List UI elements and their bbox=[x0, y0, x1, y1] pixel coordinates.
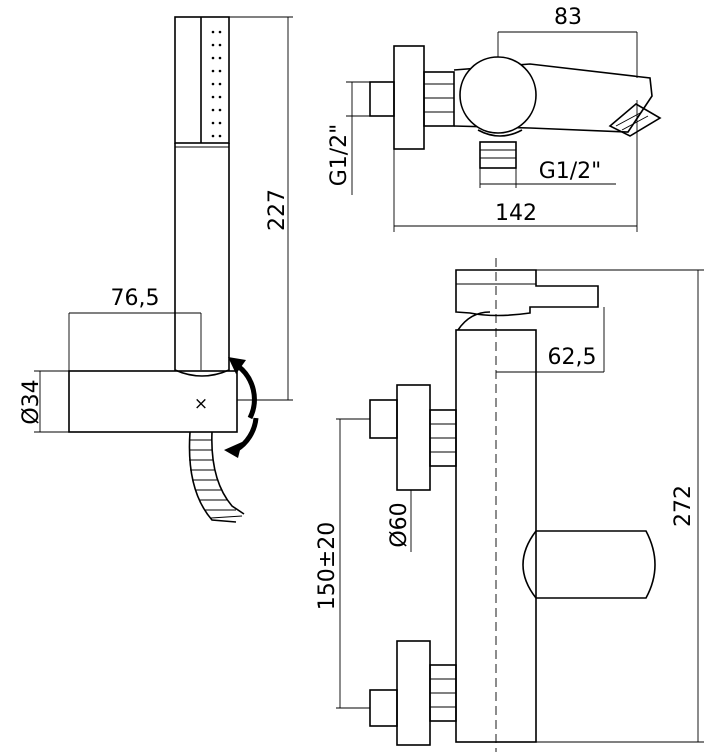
dim-83: 83 bbox=[497, 5, 638, 78]
shower-nozzles bbox=[211, 30, 222, 138]
dim-76-5-label: 76,5 bbox=[111, 286, 160, 311]
dim-60: Ø60 bbox=[387, 490, 412, 552]
rotation-arrow-icon bbox=[224, 357, 259, 458]
dim-83-label: 83 bbox=[554, 5, 582, 30]
dim-34: Ø34 bbox=[19, 370, 69, 433]
dim-34-label: Ø34 bbox=[19, 379, 44, 424]
dim-62-5-label: 62,5 bbox=[548, 345, 597, 370]
dim-g12-inlet-label: G1/2" bbox=[327, 124, 352, 187]
side-view bbox=[369, 258, 656, 752]
dim-g12-inlet: G1/2" bbox=[327, 81, 370, 195]
dim-227-label: 227 bbox=[265, 189, 290, 231]
dim-60-label: Ø60 bbox=[387, 502, 412, 547]
dim-272-label: 272 bbox=[671, 485, 696, 527]
shower-hose bbox=[188, 431, 245, 523]
shower-holder: × bbox=[68, 370, 238, 433]
dim-76-5: 76,5 bbox=[68, 286, 202, 371]
top-view bbox=[369, 45, 662, 169]
center-mark: × bbox=[194, 394, 208, 414]
dim-272: 272 bbox=[536, 269, 704, 743]
dim-142: 142 bbox=[393, 100, 638, 232]
dim-227: 227 bbox=[229, 16, 293, 401]
dim-g12-outlet-label: G1/2" bbox=[539, 159, 602, 184]
hand-shower bbox=[174, 16, 230, 377]
dim-150-20-label: 150±20 bbox=[315, 522, 340, 610]
dim-g12-outlet: G1/2" bbox=[479, 159, 616, 188]
dim-150-20: 150±20 bbox=[315, 418, 370, 709]
dim-62-5: 62,5 bbox=[496, 307, 605, 373]
dim-142-label: 142 bbox=[495, 201, 537, 226]
